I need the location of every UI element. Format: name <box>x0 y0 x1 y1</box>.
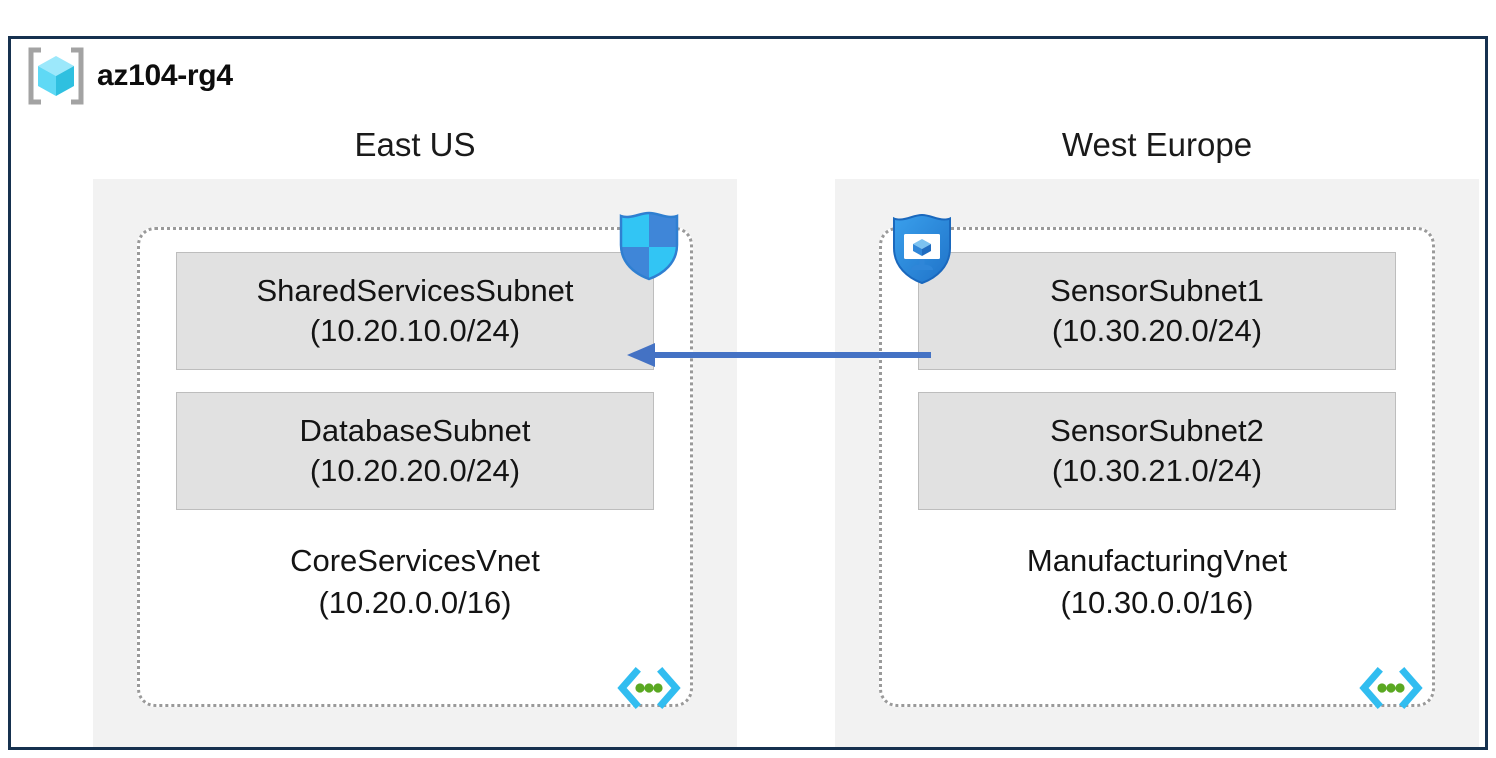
nsg-shield-icon <box>619 211 679 281</box>
region-container: SensorSubnet1 (10.30.20.0/24) SensorSubn… <box>835 179 1479 747</box>
vnet-peering-arrow <box>627 343 931 367</box>
region-label: West Europe <box>1061 126 1253 163</box>
resource-group-cube-icon <box>28 47 84 105</box>
region-west-europe: West Europe <box>835 123 1479 747</box>
subnet-cidr: (10.20.20.0/24) <box>309 453 521 488</box>
subnet-cidr: (10.30.20.0/24) <box>1051 313 1263 348</box>
vnet-caption: CoreServicesVnet (10.20.0.0/16) <box>176 540 654 624</box>
vnet-name: CoreServicesVnet <box>290 543 540 578</box>
resource-group-header: az104-rg4 <box>25 45 247 107</box>
subnet-database[interactable]: DatabaseSubnet (10.20.20.0/24) <box>176 392 654 510</box>
vnet-manufacturing[interactable]: SensorSubnet1 (10.30.20.0/24) SensorSubn… <box>879 213 1435 709</box>
subnet-sensor-1[interactable]: SensorSubnet1 (10.30.20.0/24) <box>893 213 1396 370</box>
vnet-cidr: (10.20.0.0/16) <box>318 585 512 620</box>
region-east-us: East US <box>93 123 737 747</box>
region-container: SharedServicesSubnet (10.20.10.0/24) Dat… <box>93 179 737 747</box>
subnet-cidr: (10.30.21.0/24) <box>1051 453 1263 488</box>
subnet-name: SensorSubnet2 <box>1050 413 1264 448</box>
vnet-icon <box>1359 667 1423 709</box>
vnet-icon <box>617 667 681 709</box>
resource-group-name: az104-rg4 <box>97 59 233 92</box>
subnet-cidr: (10.20.10.0/24) <box>309 313 521 348</box>
subnet-name: DatabaseSubnet <box>299 413 531 448</box>
vnet-cidr: (10.30.0.0/16) <box>1060 585 1254 620</box>
region-label: East US <box>354 126 476 163</box>
vnet-name: ManufacturingVnet <box>1026 543 1288 578</box>
defender-monitor-shield-icon <box>893 213 951 285</box>
subnet-shared-services[interactable]: SharedServicesSubnet (10.20.10.0/24) <box>176 211 679 370</box>
subnet-name: SensorSubnet1 <box>1050 273 1264 308</box>
vnet-caption: ManufacturingVnet (10.30.0.0/16) <box>918 540 1396 624</box>
vnet-core-services[interactable]: SharedServicesSubnet (10.20.10.0/24) Dat… <box>137 211 693 709</box>
subnet-name: SharedServicesSubnet <box>256 273 574 308</box>
subnet-sensor-2[interactable]: SensorSubnet2 (10.30.21.0/24) <box>918 392 1396 510</box>
resource-group-frame: az104-rg4 East US <box>8 36 1488 750</box>
